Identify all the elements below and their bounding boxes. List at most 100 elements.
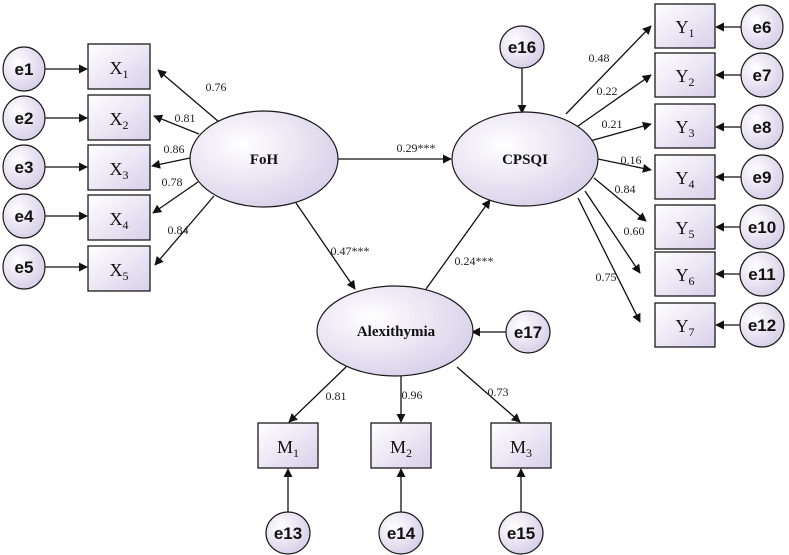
error-e7-label: e7 — [753, 66, 772, 85]
latent-alexithymia: Alexithymia — [316, 285, 474, 377]
error-e9-label: e9 — [753, 168, 772, 187]
error-e11-label: e11 — [748, 265, 775, 284]
path-cpsqi-y4 — [597, 158, 652, 173]
latent-foh: FoH — [189, 110, 339, 208]
svg-text:Y1: Y1 — [676, 17, 695, 40]
error-e17: e17 — [505, 310, 551, 354]
indicator-y5-sub: 5 — [689, 227, 695, 241]
indicator-y3-label: Y — [676, 117, 689, 137]
indicator-x1: X1 — [87, 43, 151, 90]
svg-text:M2: M2 — [390, 437, 412, 460]
svg-text:X4: X4 — [110, 209, 129, 232]
indicator-x2-sub: 2 — [123, 118, 129, 132]
error-e10: e10 — [739, 204, 785, 250]
error-e8: e8 — [740, 104, 784, 150]
svg-text:X2: X2 — [110, 109, 129, 132]
loading-foh-x1: 0.76 — [206, 80, 227, 94]
indicator-m2-label: M — [390, 437, 406, 457]
indicator-y1-sub: 1 — [689, 26, 695, 40]
loading-cpsqi-y7: 0.75 — [596, 270, 617, 284]
path-alexithymia-m1 — [288, 366, 347, 423]
error-e10-label: e10 — [748, 218, 776, 237]
indicator-x3-label: X — [110, 159, 123, 179]
loading-cpsqi-y3: 0.21 — [602, 117, 623, 131]
error-e5-label: e5 — [15, 258, 34, 277]
path-coef-alexithymia-cpsqi: 0.24*** — [455, 254, 494, 268]
error-e12: e12 — [739, 302, 785, 348]
indicator-y6-label: Y — [676, 265, 689, 285]
indicator-m2-sub: 2 — [406, 446, 412, 460]
latent-cpsqi-label: CPSQI — [502, 152, 548, 168]
loading-cpsqi-y5: 0.84 — [615, 182, 636, 196]
error-e6-label: e6 — [753, 18, 772, 37]
loading-cpsqi-y2: 0.22 — [597, 84, 618, 98]
indicator-y7: Y7 — [654, 302, 716, 348]
path-foh-x1 — [157, 69, 220, 123]
indicator-x1-sub: 1 — [123, 67, 129, 81]
error-e13-label: e13 — [274, 524, 302, 543]
indicator-y1: Y1 — [654, 3, 716, 49]
indicator-x3-sub: 3 — [123, 168, 129, 182]
error-e15-label: e15 — [507, 524, 535, 543]
indicator-y7-sub: 7 — [689, 325, 695, 339]
indicator-x2: X2 — [87, 94, 151, 141]
error-e4-label: e4 — [15, 207, 34, 226]
path-cpsqi-y5 — [593, 177, 647, 222]
loading-alexithymia-m2: 0.96 — [402, 388, 423, 402]
indicator-x4: X4 — [87, 194, 151, 241]
loading-cpsqi-y1: 0.48 — [589, 51, 610, 65]
indicator-x4-sub: 4 — [123, 218, 129, 232]
latent-cpsqi: CPSQI — [451, 111, 599, 207]
error-e1: e1 — [2, 46, 46, 92]
latent-alexithymia-label: Alexithymia — [357, 324, 436, 340]
indicator-y6-sub: 6 — [689, 274, 695, 288]
indicator-y2-sub: 2 — [689, 75, 695, 89]
svg-text:Y6: Y6 — [676, 265, 695, 288]
error-e17-label: e17 — [514, 323, 542, 342]
path-cpsqi-y7 — [577, 197, 641, 323]
path-coef-foh-cpsqi: 0.29*** — [397, 141, 436, 155]
path-alexithymia-cpsqi — [425, 199, 491, 290]
indicator-m3: M3 — [490, 422, 552, 469]
indicator-y2-label: Y — [676, 66, 689, 86]
error-e4: e4 — [2, 193, 46, 239]
svg-text:Y2: Y2 — [676, 66, 695, 89]
indicator-m3-sub: 3 — [526, 446, 532, 460]
indicator-y4-sub: 4 — [689, 177, 695, 191]
svg-text:Y7: Y7 — [676, 316, 695, 339]
indicator-x4-label: X — [110, 209, 123, 229]
path-foh-x4 — [152, 181, 199, 214]
indicator-y4: Y4 — [654, 154, 716, 200]
error-e16-label: e16 — [508, 38, 536, 57]
error-e11: e11 — [739, 251, 785, 297]
path-foh-x3 — [151, 157, 191, 169]
path-cpsqi-y2 — [577, 74, 652, 127]
loading-foh-x2: 0.81 — [175, 111, 196, 125]
svg-text:Y3: Y3 — [676, 117, 695, 140]
svg-text:X3: X3 — [110, 159, 129, 182]
error-e5: e5 — [2, 244, 46, 290]
path-coef-foh-alexithymia: 0.47*** — [331, 244, 370, 258]
indicator-y6: Y6 — [654, 251, 716, 297]
error-e14-label: e14 — [387, 524, 416, 543]
error-e16: e16 — [499, 25, 545, 69]
indicator-m1-sub: 1 — [293, 446, 299, 460]
path-cpsqi-y6 — [584, 190, 641, 274]
svg-text:X1: X1 — [110, 58, 129, 81]
svg-text:M3: M3 — [510, 437, 532, 460]
error-e12-label: e12 — [748, 316, 776, 335]
indicator-x5-sub: 5 — [123, 269, 129, 283]
indicator-m1: M1 — [257, 422, 319, 469]
error-e7: e7 — [740, 52, 784, 98]
indicator-m3-label: M — [510, 437, 526, 457]
latent-foh-label: FoH — [250, 152, 279, 168]
indicator-x5: X5 — [87, 245, 151, 292]
error-e6: e6 — [740, 4, 784, 50]
loading-alexithymia-m1: 0.81 — [326, 389, 347, 403]
indicator-x3: X3 — [87, 144, 151, 191]
path-foh-x2 — [153, 114, 200, 135]
path-alexithymia-m3 — [456, 366, 521, 423]
loading-foh-x5: 0.84 — [168, 223, 189, 237]
error-e2-label: e2 — [15, 109, 34, 128]
